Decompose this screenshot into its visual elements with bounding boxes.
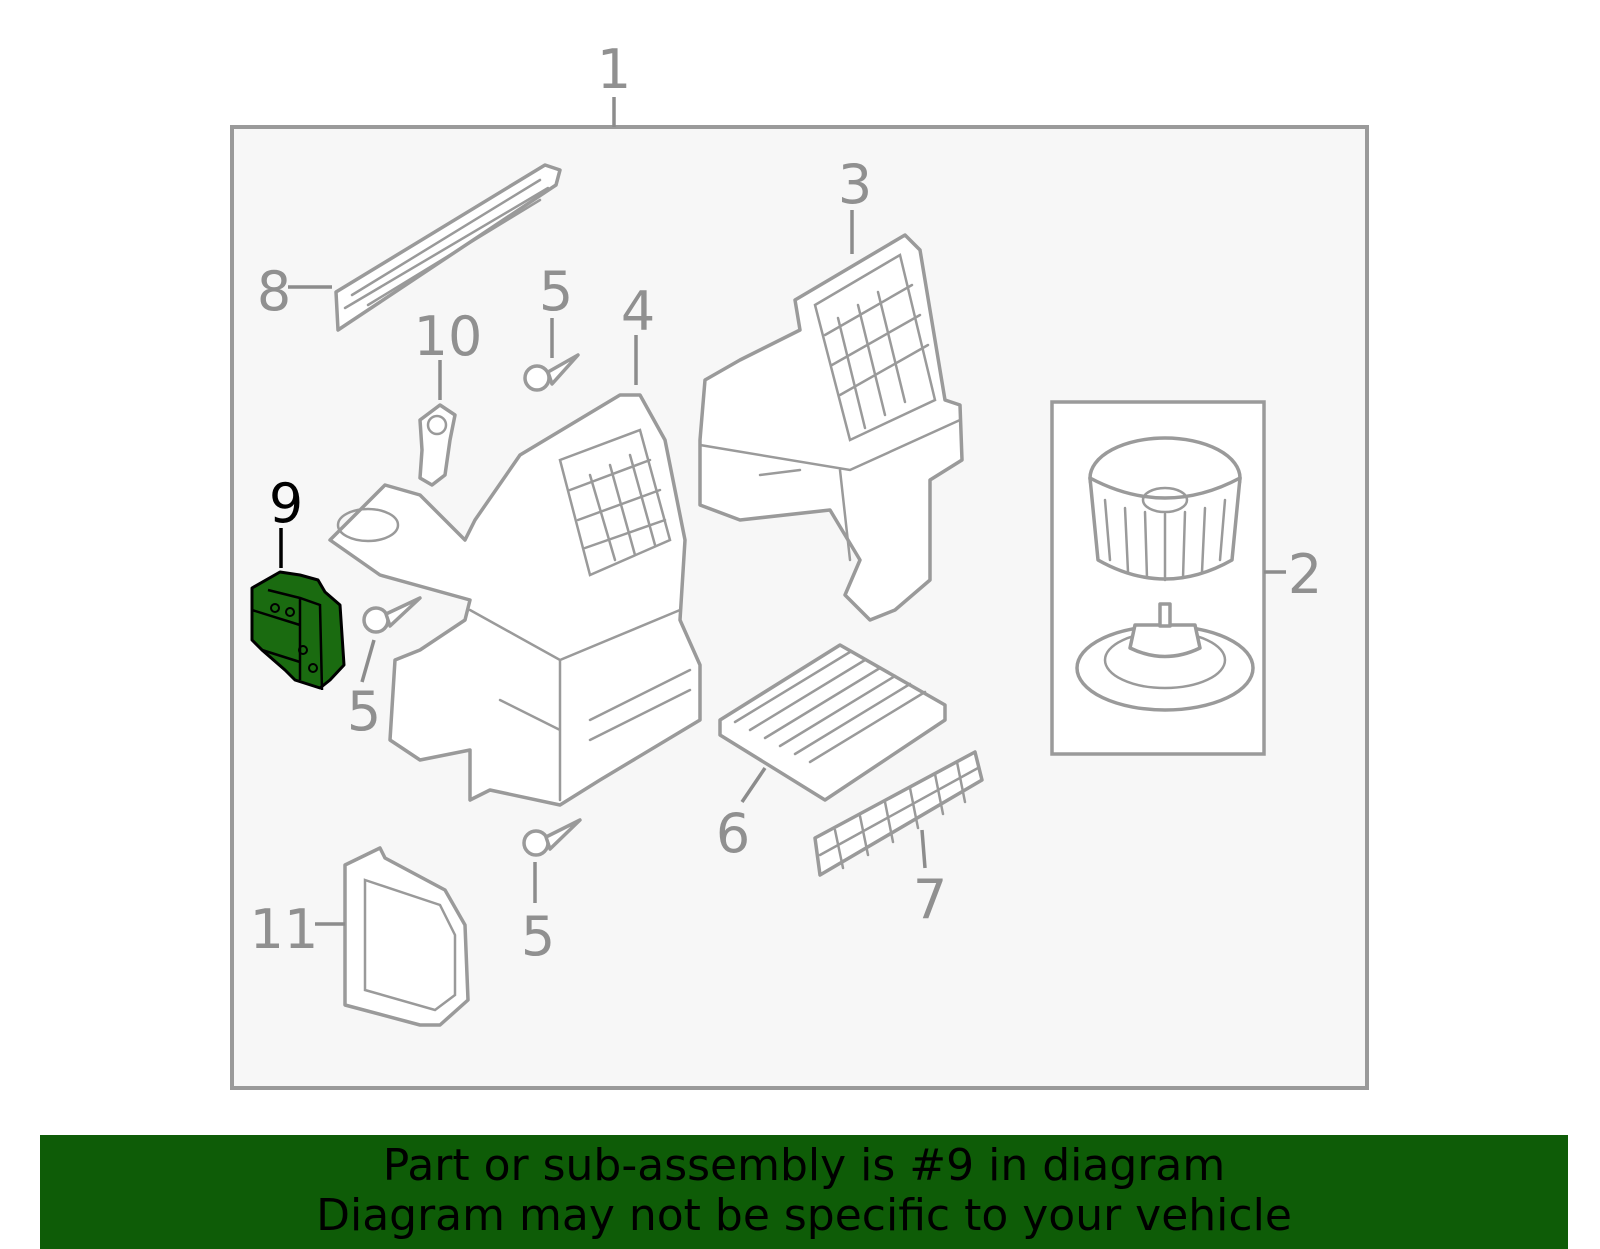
part-5-screw-top[interactable] — [523, 353, 580, 392]
callout-5-top[interactable]: 5 — [539, 260, 573, 323]
callout-2[interactable]: 2 — [1288, 543, 1322, 606]
part-4-heater-unit[interactable] — [328, 393, 702, 807]
callout-8[interactable]: 8 — [257, 260, 291, 323]
callout-10[interactable]: 10 — [414, 305, 483, 368]
part-5-screw-left[interactable] — [362, 596, 422, 634]
callout-3[interactable]: 3 — [838, 153, 872, 216]
part-11-cover[interactable] — [343, 846, 470, 1027]
callout-9-highlighted[interactable]: 9 — [269, 472, 303, 535]
callout-4[interactable]: 4 — [621, 280, 655, 343]
part-7-grille[interactable] — [813, 750, 984, 877]
callout-7[interactable]: 7 — [913, 868, 947, 931]
part-6-cabin-filter[interactable] — [718, 643, 947, 802]
part-9-actuator-highlighted[interactable] — [250, 570, 346, 691]
callout-11[interactable]: 11 — [250, 898, 319, 961]
part-10-clip[interactable] — [418, 403, 457, 487]
part-8-duct[interactable] — [334, 163, 562, 332]
callout-1[interactable]: 1 — [597, 38, 631, 101]
banner-line-2: Diagram may not be specific to your vehi… — [316, 1190, 1292, 1241]
info-banner: Part or sub-assembly is #9 in diagram Di… — [40, 1135, 1568, 1249]
callout-5-left[interactable]: 5 — [347, 680, 381, 743]
part-2-blower-motor[interactable] — [1075, 436, 1255, 712]
callout-6[interactable]: 6 — [716, 802, 750, 865]
callout-5-bottom[interactable]: 5 — [521, 905, 555, 968]
banner-line-1: Part or sub-assembly is #9 in diagram — [382, 1140, 1226, 1191]
part-5-screw-bottom[interactable] — [522, 818, 582, 857]
part-3-upper-case[interactable] — [698, 233, 964, 622]
